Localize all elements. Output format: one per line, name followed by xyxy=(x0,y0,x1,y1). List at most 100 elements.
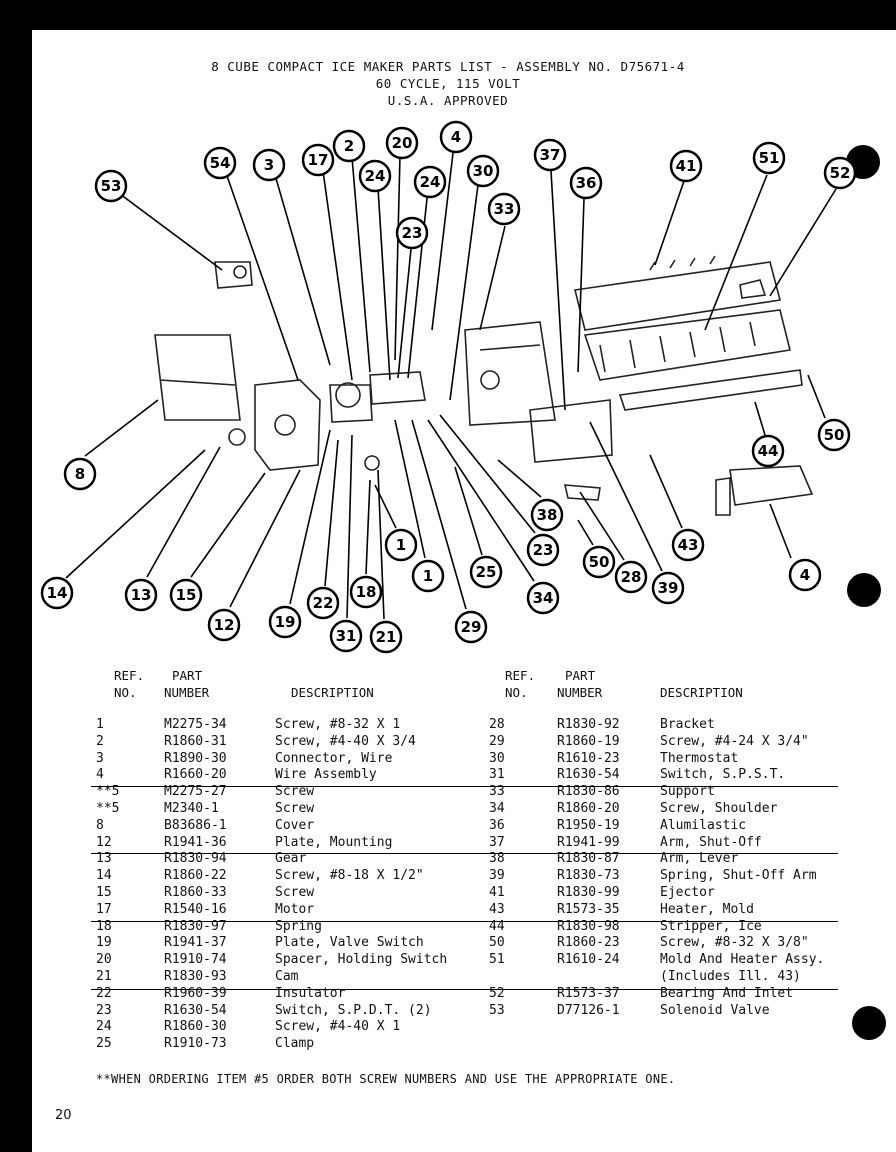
ref-number-cell: 13 xyxy=(96,851,112,867)
svg-text:24: 24 xyxy=(420,173,441,191)
ref-number-cell: 21 xyxy=(96,968,112,984)
ref-number-cell: 23 xyxy=(96,1002,112,1018)
ref-number-cell: 20 xyxy=(96,952,112,968)
table-row: (Includes Ill. 43) xyxy=(489,969,870,986)
svg-text:44: 44 xyxy=(758,442,779,460)
callout-39: 39 xyxy=(651,571,685,605)
ref-number-cell: 53 xyxy=(489,1002,505,1018)
table-row: 8 B83686-1 Cover xyxy=(96,818,505,835)
ref-number-cell: 8 xyxy=(96,817,104,833)
ordering-footnote: **WHEN ORDERING ITEM #5 ORDER BOTH SCREW… xyxy=(96,1072,676,1086)
ref-number-cell: 36 xyxy=(489,817,505,833)
cam-sketch xyxy=(364,455,380,471)
part-number-cell: R1910-73 xyxy=(164,1036,227,1052)
ref-header-line2: NO. xyxy=(114,685,137,700)
ref-number-cell: 51 xyxy=(489,952,505,968)
svg-text:22: 22 xyxy=(313,594,334,612)
part-number-cell: R1910-74 xyxy=(164,952,227,968)
svg-text:3: 3 xyxy=(264,156,274,174)
ref-number-cell: 15 xyxy=(96,884,112,900)
part-number-cell: M2340-1 xyxy=(164,800,219,816)
part-number-cell: R1830-99 xyxy=(557,884,620,900)
svg-text:2: 2 xyxy=(344,137,354,155)
svg-text:1: 1 xyxy=(396,536,406,554)
description-cell: Screw, #8-18 X 1/2" xyxy=(275,868,424,884)
motor-housing xyxy=(335,382,361,408)
callout-23: 23 xyxy=(526,533,560,567)
cover-sketch xyxy=(154,334,241,421)
ref-number-cell: **5 xyxy=(96,800,120,816)
svg-text:1: 1 xyxy=(423,567,433,585)
callout-20: 20 xyxy=(385,126,419,160)
callout-15: 15 xyxy=(169,578,203,612)
svg-text:12: 12 xyxy=(214,616,235,634)
callout-2: 2 xyxy=(332,129,366,163)
callout-43: 43 xyxy=(671,528,705,562)
svg-text:38: 38 xyxy=(537,506,558,524)
ref-number-cell: 39 xyxy=(489,868,505,884)
table-row: **5 M2340-1 Screw xyxy=(96,801,505,818)
description-cell: Screw xyxy=(275,800,315,816)
callout-3: 3 xyxy=(252,148,286,182)
description-cell: Arm, Shut-Off xyxy=(660,834,762,850)
description-cell: Stripper, Ice xyxy=(660,918,762,934)
description-cell: Screw, Shoulder xyxy=(660,800,778,816)
part-header-line1: PART xyxy=(565,668,596,683)
ref-number-cell: 28 xyxy=(489,717,505,732)
callout-37: 37 xyxy=(533,138,567,172)
description-cell: Screw, #4-40 X 3/4 xyxy=(275,733,416,749)
ref-number-cell: 41 xyxy=(489,884,505,900)
motor-sketch xyxy=(329,384,373,423)
description-cell: Screw, #4-24 X 3/4" xyxy=(660,733,809,749)
ref-number-cell: 44 xyxy=(489,918,505,934)
callout-54: 54 xyxy=(203,146,237,180)
callout-53: 53 xyxy=(94,169,128,203)
description-cell: Switch, S.P.D.T. (2) xyxy=(275,1002,432,1018)
callout-12: 12 xyxy=(207,608,241,642)
ejector-fingers-sketch xyxy=(649,255,716,271)
callout-52: 52 xyxy=(823,156,857,190)
ref-number-cell: 34 xyxy=(489,800,505,816)
ref-number-cell: 37 xyxy=(489,834,505,850)
ref-number-cell: 38 xyxy=(489,851,505,867)
page-number: 20 xyxy=(55,1108,72,1123)
ref-number-cell: 18 xyxy=(96,918,112,934)
ref-number-cell xyxy=(489,969,557,986)
part-number-cell: R1830-92 xyxy=(557,717,620,732)
description-cell: Cover xyxy=(275,817,315,833)
description-cell: Arm, Lever xyxy=(660,851,739,867)
part-number-cell: B83686-1 xyxy=(164,817,227,833)
ref-header-line1: REF. xyxy=(114,668,145,683)
svg-text:52: 52 xyxy=(830,164,851,182)
part-header-line2: NUMBER xyxy=(164,685,210,700)
ref-number-cell: 14 xyxy=(96,868,112,884)
callout-19: 19 xyxy=(268,605,302,639)
callout-18: 18 xyxy=(349,575,383,609)
description-cell: Screw xyxy=(275,784,315,800)
description-cell: Heater, Mold xyxy=(660,901,754,917)
ref-number-cell: 31 xyxy=(489,767,505,783)
callout-24: 24 xyxy=(358,159,392,193)
arm-bracket-sketch xyxy=(529,399,613,463)
svg-text:39: 39 xyxy=(658,579,679,597)
group-divider xyxy=(504,921,838,922)
ref-number-cell: 25 xyxy=(96,1036,112,1052)
svg-text:51: 51 xyxy=(759,149,780,167)
svg-text:29: 29 xyxy=(461,618,482,636)
callout-23: 23 xyxy=(395,216,429,250)
svg-text:20: 20 xyxy=(392,134,413,152)
bearing-inlet-sketch xyxy=(739,279,767,299)
description-cell: (Includes Ill. 43) xyxy=(660,968,801,984)
part-number-cell: M2275-27 xyxy=(164,784,227,800)
part-number-cell: D77126-1 xyxy=(557,1002,620,1018)
svg-text:50: 50 xyxy=(589,553,610,571)
